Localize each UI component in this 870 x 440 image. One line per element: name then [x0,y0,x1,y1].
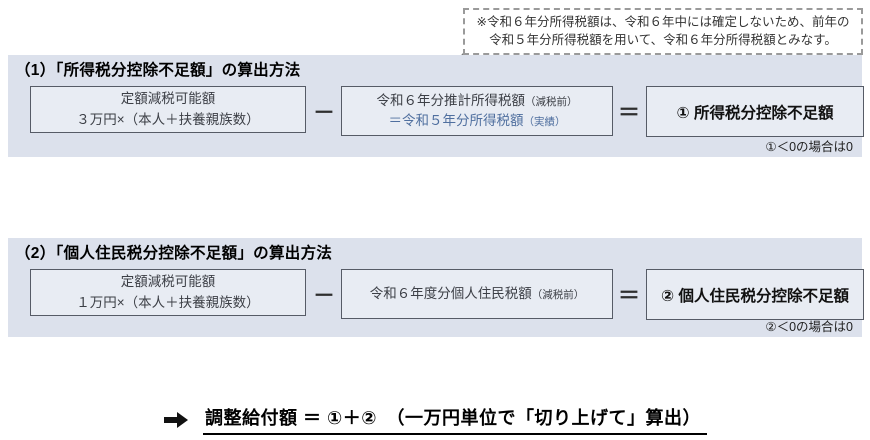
right-arrow-icon [163,411,189,429]
section2-deduction-possible-box: 定額減税可能額 １万円×（本人＋扶養親族数） [30,269,306,316]
section1-box2-line1: 令和６年分推計所得税額（減税前） [377,91,578,111]
section1-estimated-tax-box: 令和６年分推計所得税額（減税前） ＝令和５年分所得税額（実績） [341,86,613,136]
section1-box2-line2-note: （実績） [523,116,566,128]
section1-footnote: ①＜0の場合は0 [765,140,853,154]
section2-box2-line1-note: （減税前） [531,288,585,301]
section2-equals-operator: ＝ [617,283,640,308]
section1-box1-line1: 定額減税可能額 [120,91,216,107]
section2-resident-tax-box: 令和６年度分個人住民税額（減税前） [341,269,613,319]
adjustment-benefit-formula: 調整給付額 ＝ ①＋② （一万円単位で「切り上げて」算出） [0,404,870,435]
resident-tax-shortfall-section: （2）「個人住民税分控除不足額」の算出方法 定額減税可能額 １万円×（本人＋扶養… [8,238,864,337]
section2-footnote: ②＜0の場合は0 [765,320,853,334]
section1-box1-line2: ３万円×（本人＋扶養親族数） [76,111,260,127]
section2-box2-line1: 令和６年度分個人住民税額（減税前） [370,284,585,304]
section1-box2-line2: ＝令和５年分所得税額（実績） [389,111,566,131]
section1-deduction-possible-box: 定額減税可能額 ３万円×（本人＋扶養親族数） [30,86,306,133]
section1-box2-line2-text: ＝令和５年分所得税額 [388,113,524,128]
formula-text: 調整給付額 ＝ ①＋② （一万円単位で「切り上げて」算出） [203,404,707,435]
section1-box2-line1-text: 令和６年分推計所得税額 [376,92,526,108]
section2-heading: （2）「個人住民税分控除不足額」の算出方法 [15,245,333,262]
section2-minus-operator: － [312,283,335,308]
section1-heading: （1）「所得税分控除不足額」の算出方法 [15,62,301,79]
income-tax-shortfall-section: （1）「所得税分控除不足額」の算出方法 定額減税可能額 ３万円×（本人＋扶養親族… [8,55,864,157]
section2-box1-line1: 定額減税可能額 [120,274,216,290]
section1-equals-operator: ＝ [617,100,640,125]
note-box: ※令和６年分所得税額は、令和６年中には確定しないため、前年の 令和５年分所得税額… [463,8,863,56]
note-line-1: ※令和６年分所得税額は、令和６年中には確定しないため、前年の [476,15,850,29]
section1-minus-operator: － [312,100,335,125]
section1-box2-line1-note: （減税前） [525,95,578,108]
section2-box1-line2: １万円×（本人＋扶養親族数） [76,294,260,310]
note-line-2: 令和５年分所得税額を用いて、令和６年分所得税額とみなす。 [489,33,837,48]
section2-box2-line1-text: 令和６年度分個人住民税額 [369,285,532,301]
section1-result-box: ① 所得税分控除不足額 [646,86,864,137]
section2-result-box: ② 個人住民税分控除不足額 [646,269,864,320]
